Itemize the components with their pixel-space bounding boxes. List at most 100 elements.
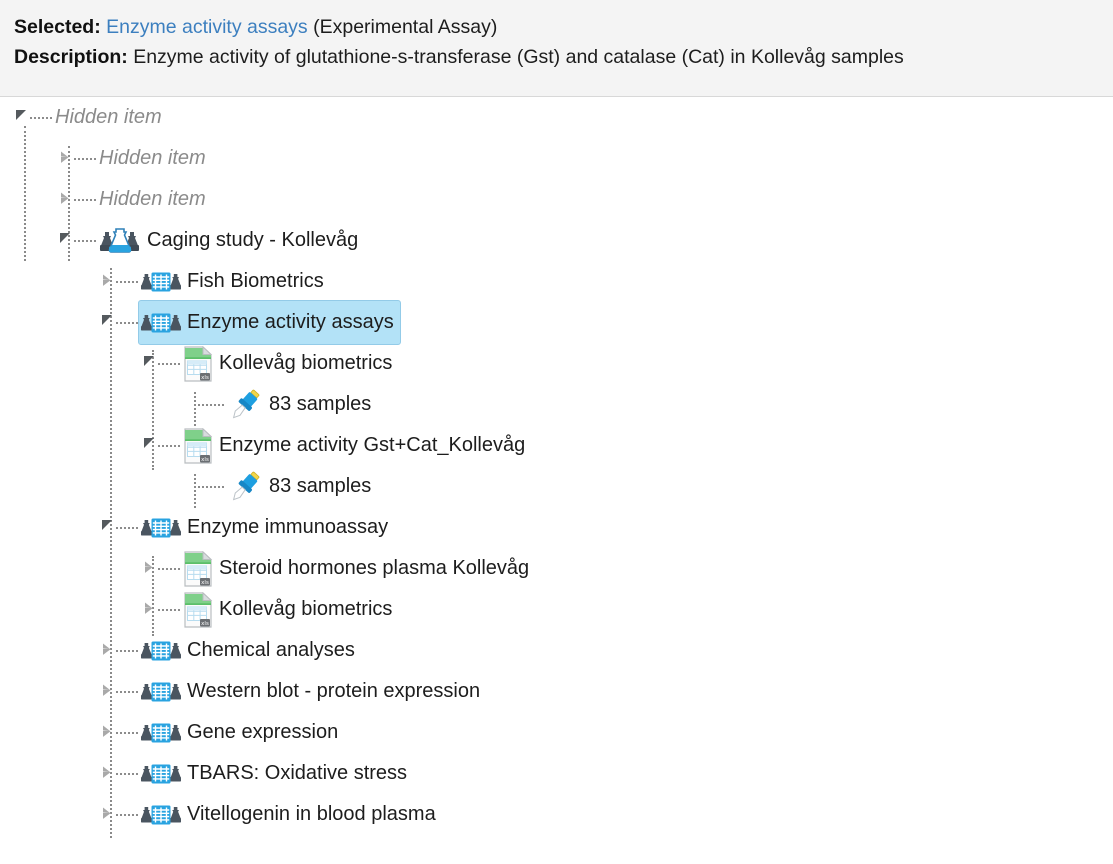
tree-node[interactable]: Gene expression: [138, 710, 345, 755]
collapse-toggle-icon[interactable]: [14, 97, 30, 138]
tree-node[interactable]: Enzyme immunoassay: [138, 505, 395, 550]
expand-toggle-icon[interactable]: [58, 138, 74, 179]
expand-toggle-icon[interactable]: [100, 261, 116, 302]
tree-connector-dash: [116, 302, 138, 343]
assay-grid-icon: [141, 761, 181, 787]
tree-connector-dash: [116, 794, 138, 835]
tree-node-label: Enzyme immunoassay: [187, 516, 389, 538]
tree-node[interactable]: Vitellogenin in blood plasma: [138, 792, 443, 837]
tree-row[interactable]: Hidden item: [0, 138, 1113, 179]
tree-node-label: Hidden item: [99, 188, 206, 210]
expand-toggle-icon[interactable]: [142, 589, 158, 630]
tree-node-selected[interactable]: Enzyme activity assays: [138, 300, 401, 345]
tree-connector-line: [194, 474, 196, 508]
tree-node[interactable]: xls Kollevåg biometrics: [180, 587, 399, 632]
tree-node-label: Vitellogenin in blood plasma: [187, 803, 436, 825]
description-text: Enzyme activity of glutathione-s-transfe…: [133, 46, 904, 68]
tree-node-label: Caging study - Kollevåg: [147, 229, 359, 251]
expand-toggle-icon[interactable]: [100, 671, 116, 712]
toggle-placeholder-icon: [178, 466, 194, 507]
tree-node[interactable]: Chemical analyses: [138, 628, 362, 673]
collapse-toggle-icon[interactable]: [100, 302, 116, 343]
tree-node-label: Hidden item: [55, 106, 162, 128]
tree-row[interactable]: Enzyme activity assays: [0, 300, 1113, 345]
tree-node[interactable]: Caging study - Kollevåg: [96, 218, 365, 263]
pipette-icon: [227, 469, 263, 505]
tree-row[interactable]: Western blot - protein expression: [0, 671, 1113, 712]
tree-node-label: Enzyme activity assays: [187, 311, 394, 333]
tree-row[interactable]: Gene expression: [0, 712, 1113, 753]
collapse-toggle-icon[interactable]: [142, 343, 158, 384]
tree-connector-dash: [116, 261, 138, 302]
tree-node[interactable]: Hidden item: [96, 136, 213, 181]
tree-connector-dash: [158, 343, 180, 384]
tree-node[interactable]: xls Steroid hormones plasma Kollevåg: [180, 546, 536, 591]
assay-grid-icon: [141, 802, 181, 828]
svg-text:xls: xls: [201, 621, 209, 627]
expand-toggle-icon[interactable]: [100, 753, 116, 794]
assay-grid-icon: [141, 679, 181, 705]
tree-connector-dash: [74, 138, 96, 179]
collapse-toggle-icon[interactable]: [100, 507, 116, 548]
assay-grid-icon: [141, 720, 181, 746]
collapse-toggle-icon[interactable]: [142, 425, 158, 466]
tree-row[interactable]: Fish Biometrics: [0, 261, 1113, 302]
collapse-toggle-icon[interactable]: [58, 220, 74, 261]
expand-toggle-icon[interactable]: [100, 712, 116, 753]
tree-row[interactable]: Enzyme immunoassay: [0, 507, 1113, 548]
tree-connector-dash: [158, 548, 180, 589]
tree-connector-line: [152, 350, 154, 470]
tree-node-label: Enzyme activity Gst+Cat_Kollevåg: [219, 434, 526, 456]
tree-connector-dash: [30, 97, 52, 138]
expand-toggle-icon[interactable]: [100, 630, 116, 671]
tree-node[interactable]: Hidden item: [52, 97, 169, 140]
tree-row[interactable]: Caging study - Kollevåg: [0, 220, 1113, 261]
tree-node-label: Kollevåg biometrics: [219, 352, 393, 374]
assay-grid-icon: [141, 638, 181, 664]
tree-row[interactable]: xls Steroid hormones plasma Kollevåg: [0, 548, 1113, 589]
description-line: Description: Enzyme activity of glutathi…: [14, 42, 1113, 72]
pipette-icon: [227, 387, 263, 423]
tree-row[interactable]: Vitellogenin in blood plasma: [0, 794, 1113, 835]
tree-node-label: Gene expression: [187, 721, 339, 743]
svg-text:xls: xls: [201, 457, 209, 463]
selected-line: Selected: Enzyme activity assays (Experi…: [14, 12, 1113, 42]
tree-connector-dash: [74, 179, 96, 220]
tree-row[interactable]: xls Kollevåg biometrics: [0, 343, 1113, 384]
svg-text:xls: xls: [201, 580, 209, 586]
tree-node[interactable]: xls Enzyme activity Gst+Cat_Kollevåg: [180, 423, 532, 468]
tree-connector-dash: [116, 671, 138, 712]
selected-item-link[interactable]: Enzyme activity assays: [106, 16, 308, 38]
expand-toggle-icon[interactable]: [100, 794, 116, 835]
tree-node[interactable]: xls Kollevåg biometrics: [180, 341, 399, 386]
tree-node[interactable]: 83 samples: [224, 382, 378, 427]
xls-file-icon: xls: [183, 591, 213, 628]
expand-toggle-icon[interactable]: [142, 548, 158, 589]
xls-file-icon: xls: [183, 345, 213, 382]
tree-connector-dash: [116, 753, 138, 794]
tree-row[interactable]: xls Enzyme activity Gst+Cat_Kollevåg: [0, 425, 1113, 466]
tree-row[interactable]: Hidden item: [0, 179, 1113, 220]
tree-row[interactable]: TBARS: Oxidative stress: [0, 753, 1113, 794]
tree-node-label: Fish Biometrics: [187, 270, 324, 292]
tree-node[interactable]: 83 samples: [224, 464, 378, 509]
tree-connector-dash: [116, 630, 138, 671]
tree-connector-dash: [158, 425, 180, 466]
tree-node[interactable]: Western blot - protein expression: [138, 669, 487, 714]
tree-row[interactable]: Hidden item: [0, 97, 1113, 138]
expand-toggle-icon[interactable]: [58, 179, 74, 220]
tree-node-label: Hidden item: [99, 147, 206, 169]
tree-node[interactable]: Fish Biometrics: [138, 259, 331, 304]
xls-file-icon: xls: [183, 427, 213, 464]
tree-node[interactable]: Hidden item: [96, 177, 213, 222]
tree-node-label: Kollevåg biometrics: [219, 598, 393, 620]
tree-node[interactable]: TBARS: Oxidative stress: [138, 751, 414, 796]
tree-row[interactable]: xls Kollevåg biometrics: [0, 589, 1113, 630]
tree-connector-dash: [194, 384, 224, 425]
tree-row[interactable]: 83 samples: [0, 466, 1113, 507]
tree-row[interactable]: Chemical analyses: [0, 630, 1113, 671]
tree-row[interactable]: 83 samples: [0, 384, 1113, 425]
tree-connector-dash: [116, 712, 138, 753]
tree-connector-line: [24, 126, 26, 261]
